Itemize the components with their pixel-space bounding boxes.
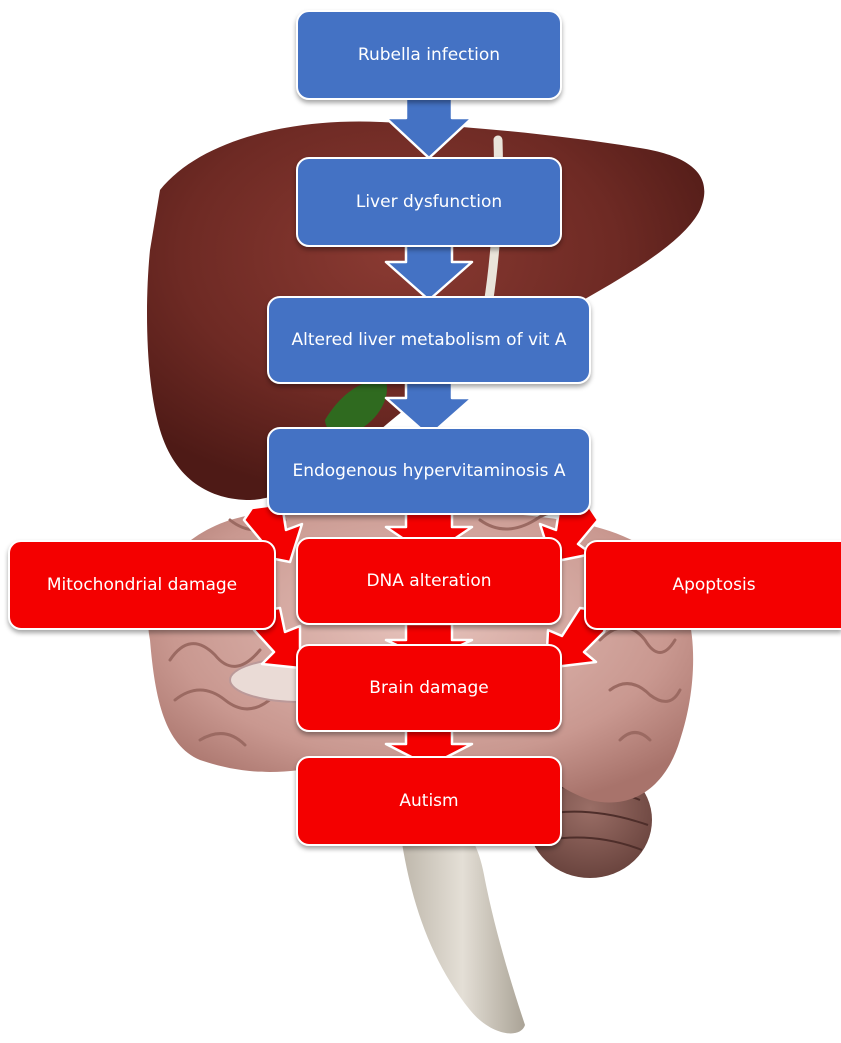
node-liver-dysfunction: Liver dysfunction xyxy=(296,157,562,247)
node-label: Mitochondrial damage xyxy=(47,575,237,595)
node-label: Brain damage xyxy=(369,678,488,698)
node-label: Rubella infection xyxy=(358,45,500,65)
node-label: Autism xyxy=(399,791,458,811)
node-apoptosis: Apoptosis xyxy=(584,540,841,630)
node-endogenous-hypervitaminosis: Endogenous hypervitaminosis A xyxy=(267,427,591,515)
node-altered-liver-metabolism: Altered liver metabolism of vit A xyxy=(267,296,591,384)
node-label: Apoptosis xyxy=(672,575,755,595)
node-dna-alteration: DNA alteration xyxy=(296,537,562,625)
node-label: Altered liver metabolism of vit A xyxy=(292,330,567,350)
node-autism: Autism xyxy=(296,756,562,846)
node-label: Liver dysfunction xyxy=(356,192,502,212)
node-brain-damage: Brain damage xyxy=(296,644,562,732)
brainstem-image xyxy=(400,820,525,1033)
node-mitochondrial-damage: Mitochondrial damage xyxy=(8,540,276,630)
node-rubella-infection: Rubella infection xyxy=(296,10,562,100)
node-label: Endogenous hypervitaminosis A xyxy=(292,461,565,481)
node-label: DNA alteration xyxy=(366,571,491,591)
